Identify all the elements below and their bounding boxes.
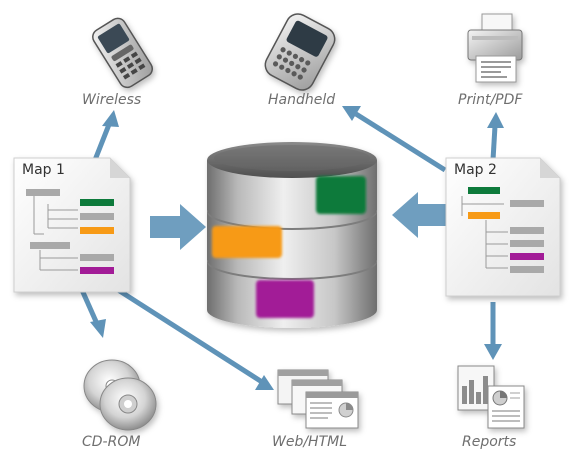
arrow-to-print bbox=[487, 112, 504, 128]
web-html-label: Web/HTML bbox=[272, 434, 348, 450]
map-1-title: Map 1 bbox=[22, 162, 65, 178]
arrow-to-web bbox=[255, 375, 274, 390]
arrow-to-cdrom bbox=[90, 319, 106, 338]
map-2-title: Map 2 bbox=[454, 162, 497, 178]
arrow-to-reports bbox=[484, 344, 502, 360]
arrow-to-handheld bbox=[342, 106, 361, 121]
map-1-document bbox=[13, 157, 131, 293]
wireless-label: Wireless bbox=[82, 92, 142, 108]
arrow-map1-to-db bbox=[150, 204, 206, 250]
arrow-map2-to-db bbox=[392, 192, 446, 238]
arrow-to-wireless bbox=[102, 110, 119, 127]
cdrom-icon bbox=[83, 359, 157, 431]
map-2-document bbox=[445, 157, 561, 297]
reports-label: Reports bbox=[462, 434, 517, 450]
arrows bbox=[79, 106, 504, 390]
database-icon bbox=[207, 142, 377, 328]
blackberry-icon bbox=[264, 13, 336, 91]
phone-icon bbox=[92, 17, 154, 89]
cdrom-label: CD-ROM bbox=[82, 434, 141, 450]
printer-icon bbox=[467, 13, 523, 83]
reports-icon bbox=[457, 365, 525, 429]
handheld-label: Handheld bbox=[268, 92, 336, 108]
print-pdf-label: Print/PDF bbox=[458, 92, 523, 108]
web-pages-icon bbox=[277, 369, 359, 429]
